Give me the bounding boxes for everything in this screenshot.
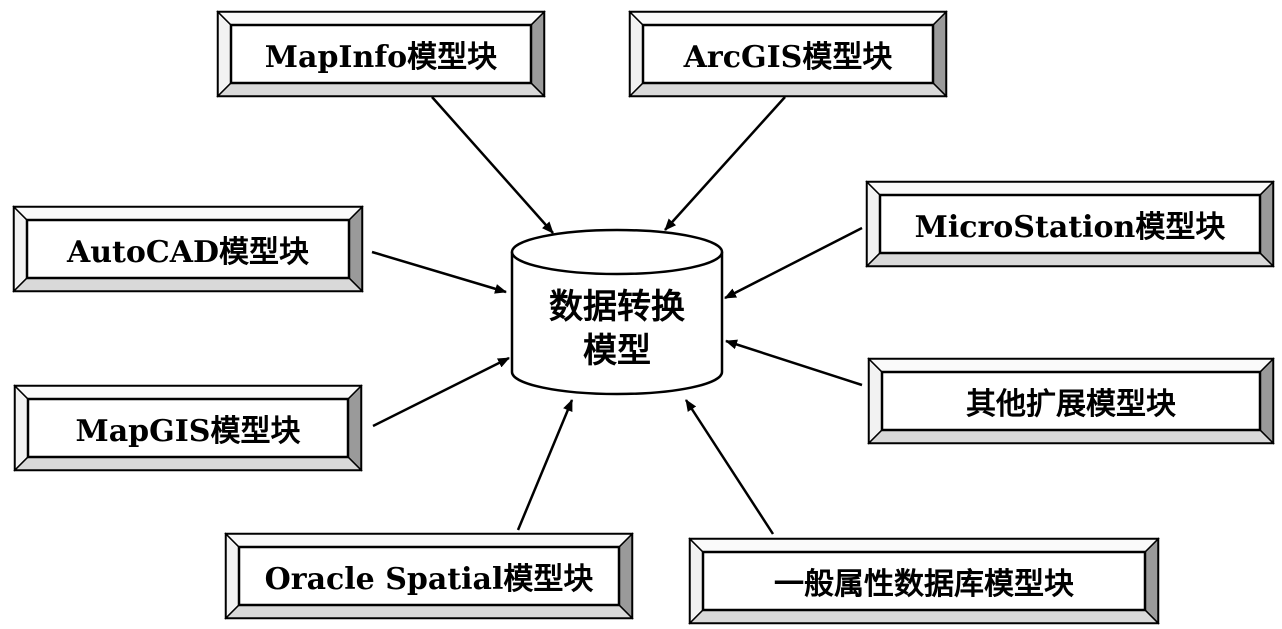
- microstation-module-label: MicroStation模型块: [914, 210, 1226, 245]
- box-bottom-bevel: [865, 252, 1275, 267]
- arrow-autocad-to-model: [371, 250, 507, 294]
- box-right-bevel: [932, 10, 947, 98]
- box-top-bevel: [216, 11, 546, 26]
- data-conversion-model-cylinder: [510, 228, 724, 396]
- box-inner-face: [237, 545, 621, 607]
- box-inner-face: [229, 23, 533, 85]
- box-right-bevel: [348, 205, 363, 293]
- box-top-bevel: [13, 385, 363, 400]
- box-bottom-bevel: [13, 456, 363, 471]
- box-left-bevel: [866, 180, 881, 268]
- cylinder-body: [510, 252, 724, 396]
- mapinfo-module-box: [216, 10, 546, 98]
- arrow-arcgis-to-model: [664, 96, 786, 231]
- arrow-mapinfo-to-model: [431, 96, 554, 234]
- oracle-module-box: [224, 532, 634, 620]
- box-left-bevel: [217, 10, 232, 98]
- arcgis-module-box: [628, 10, 948, 98]
- box-top-bevel: [688, 538, 1160, 553]
- center-label-line1: 数据转换: [549, 287, 685, 327]
- oracle-module-label: Oracle Spatial模型块: [264, 562, 594, 597]
- arrow-mapgis-to-model: [372, 356, 510, 428]
- box-left-bevel: [14, 384, 29, 472]
- mapgis-module-label: MapGIS模型块: [75, 414, 301, 449]
- center-label-line2: 模型: [583, 331, 651, 371]
- autocad-module-label: AutoCAD模型块: [66, 235, 310, 270]
- box-top-bevel: [867, 358, 1275, 373]
- box-inner-face: [641, 23, 935, 85]
- box-top-bevel: [628, 11, 948, 26]
- box-bottom-bevel: [224, 604, 634, 619]
- mapgis-module-box: [13, 384, 363, 472]
- arrow-oracle-to-model: [516, 399, 574, 531]
- box-right-bevel: [1259, 180, 1274, 268]
- box-inner-face: [701, 550, 1147, 612]
- box-inner-face: [878, 193, 1262, 255]
- cylinder-top: [510, 228, 724, 276]
- arrow-attribute-db-to-model: [684, 399, 775, 535]
- arrow-microstation-to-model: [724, 226, 863, 300]
- box-bottom-bevel: [867, 429, 1275, 444]
- microstation-module-box: [865, 180, 1275, 268]
- box-bottom-bevel: [216, 82, 546, 97]
- box-right-bevel: [347, 384, 362, 472]
- mapinfo-module-label: MapInfo模型块: [264, 40, 498, 75]
- box-inner-face: [26, 397, 350, 459]
- box-right-bevel: [618, 532, 633, 620]
- box-left-bevel: [868, 357, 883, 445]
- autocad-module-box: [12, 205, 364, 293]
- box-left-bevel: [689, 537, 704, 625]
- box-bottom-bevel: [12, 277, 364, 292]
- arrow-other-to-model: [725, 339, 863, 387]
- box-top-bevel: [865, 181, 1275, 196]
- box-left-bevel: [629, 10, 644, 98]
- box-left-bevel: [13, 205, 28, 293]
- other-module-label: 其他扩展模型块: [966, 387, 1176, 422]
- other-module-box: [867, 357, 1275, 445]
- attribute-db-module-label: 一般属性数据库模型块: [774, 567, 1074, 602]
- box-right-bevel: [1259, 357, 1274, 445]
- box-bottom-bevel: [628, 82, 948, 97]
- box-inner-face: [880, 370, 1262, 432]
- box-right-bevel: [1144, 537, 1159, 625]
- box-top-bevel: [12, 206, 364, 221]
- box-inner-face: [25, 218, 351, 280]
- arcgis-module-label: ArcGIS模型块: [683, 40, 893, 75]
- box-left-bevel: [225, 532, 240, 620]
- box-top-bevel: [224, 533, 634, 548]
- box-right-bevel: [530, 10, 545, 98]
- attribute-db-module-box: [688, 537, 1160, 625]
- box-bottom-bevel: [688, 609, 1160, 624]
- center-model-label: 数据转换 模型: [522, 282, 712, 376]
